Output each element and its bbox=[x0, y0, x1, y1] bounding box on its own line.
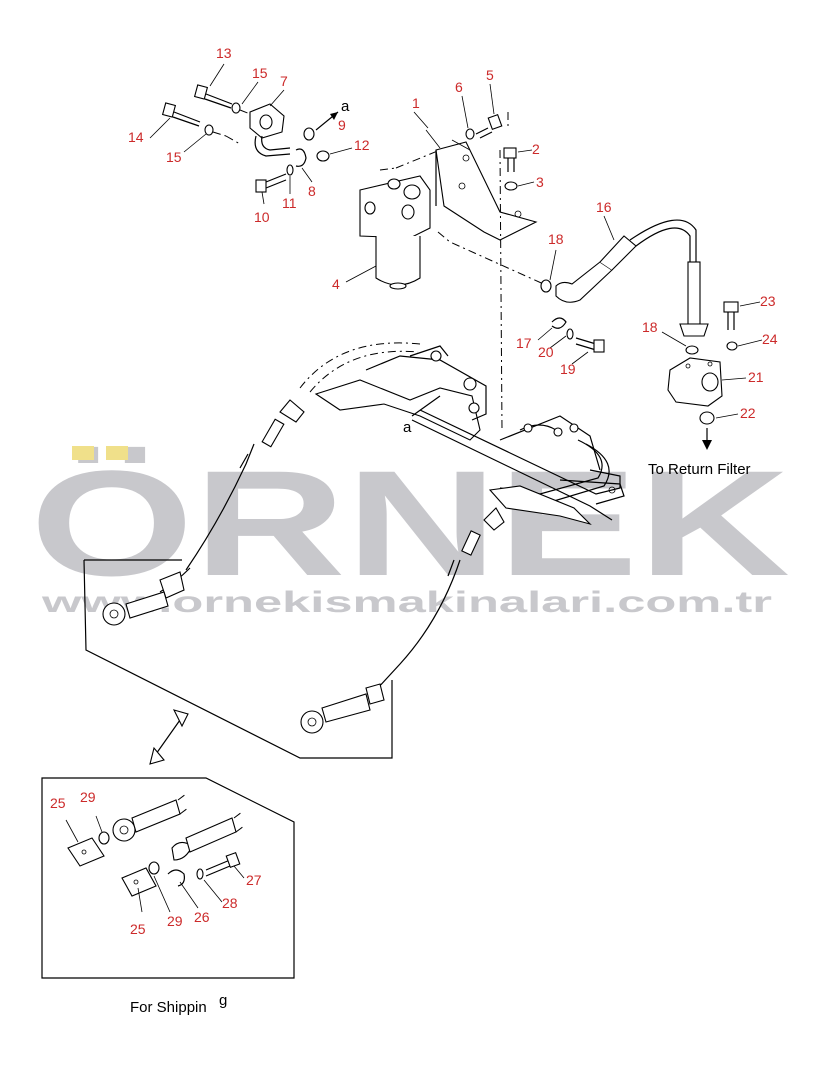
main-frame bbox=[299, 342, 625, 526]
note-for-shipping: For Shippin bbox=[130, 999, 207, 1016]
double-arrow bbox=[149, 709, 189, 765]
label-16: 16 bbox=[596, 199, 612, 215]
label-23: 23 bbox=[760, 293, 776, 309]
oring-18-right bbox=[685, 345, 699, 355]
washer-15-lower bbox=[204, 124, 214, 136]
shipping-parts bbox=[67, 793, 245, 897]
label-24: 24 bbox=[762, 331, 778, 347]
centerline-hose bbox=[437, 231, 549, 287]
label-25-a: 25 bbox=[50, 795, 66, 811]
watermark-brand: ÖRNEK bbox=[30, 439, 790, 607]
label-4: 4 bbox=[332, 276, 340, 292]
hose-16 bbox=[540, 219, 709, 337]
label-29-b: 29 bbox=[167, 913, 183, 929]
label-18-b: 18 bbox=[642, 319, 658, 335]
washer-20 bbox=[566, 328, 574, 340]
oring-12 bbox=[316, 150, 330, 162]
label-20: 20 bbox=[538, 344, 554, 360]
label-15-a: 15 bbox=[252, 65, 268, 81]
hose-lines bbox=[102, 399, 505, 734]
arrow-a-mid bbox=[411, 395, 441, 417]
clamp-17 bbox=[551, 317, 567, 329]
washer-15-upper bbox=[231, 102, 241, 114]
flange-7 bbox=[249, 103, 291, 157]
label-27: 27 bbox=[246, 872, 262, 888]
umlaut-dot-right bbox=[106, 446, 128, 460]
label-14: 14 bbox=[128, 129, 144, 145]
filter-4 bbox=[359, 175, 431, 290]
bracket-1 bbox=[425, 129, 538, 241]
clamp-8 bbox=[295, 148, 307, 167]
label-13: 13 bbox=[216, 45, 232, 61]
label-10: 10 bbox=[254, 209, 270, 225]
label-22: 22 bbox=[740, 405, 756, 421]
label-15-b: 15 bbox=[166, 149, 182, 165]
label-3: 3 bbox=[536, 174, 544, 190]
label-28: 28 bbox=[222, 895, 238, 911]
part-labels: 13 15 7 14 15 9 6 5 1 12 2 3 10 11 8 4 1… bbox=[50, 45, 778, 937]
note-to-return-filter: To Return Filter bbox=[648, 461, 751, 478]
umlaut-dot-left bbox=[72, 446, 94, 460]
label-19: 19 bbox=[560, 361, 576, 377]
arrow-a-top-head bbox=[330, 112, 338, 120]
oring-9 bbox=[303, 127, 315, 141]
leader-lines bbox=[65, 63, 763, 913]
marker-a-mid: a bbox=[403, 419, 412, 436]
washer-24 bbox=[726, 341, 738, 351]
bolt-13 bbox=[193, 84, 233, 109]
label-1: 1 bbox=[412, 95, 420, 111]
label-29-a: 29 bbox=[80, 789, 96, 805]
centerline-flange bbox=[212, 109, 251, 145]
bolt-10 bbox=[255, 173, 287, 193]
oring-22 bbox=[699, 411, 715, 425]
label-21: 21 bbox=[748, 369, 764, 385]
label-11: 11 bbox=[282, 195, 297, 211]
watermark: ÖRNEK www.ornekismakinalari.com.tr bbox=[30, 439, 790, 619]
label-26: 26 bbox=[194, 909, 210, 925]
bolt-14 bbox=[161, 102, 201, 127]
bolt-19 bbox=[575, 337, 605, 353]
bolt-23 bbox=[723, 301, 739, 330]
centerline-vertical bbox=[499, 112, 509, 431]
label-5: 5 bbox=[486, 67, 494, 83]
label-7: 7 bbox=[280, 73, 288, 89]
washer-3 bbox=[504, 181, 518, 191]
bolt-5 bbox=[475, 113, 503, 139]
label-18-a: 18 bbox=[548, 231, 564, 247]
bolt-2 bbox=[503, 147, 517, 172]
block-21 bbox=[667, 357, 723, 407]
arrow-return-head bbox=[702, 440, 712, 450]
note-for-shipping-tail: g bbox=[219, 992, 227, 1009]
washer-11 bbox=[286, 164, 294, 176]
label-25-b: 25 bbox=[130, 921, 146, 937]
connector-panel bbox=[83, 559, 393, 759]
washer-6 bbox=[465, 128, 475, 140]
label-2: 2 bbox=[532, 141, 540, 157]
shipping-box bbox=[41, 777, 295, 979]
label-12: 12 bbox=[354, 137, 370, 153]
label-6: 6 bbox=[455, 79, 463, 95]
label-17: 17 bbox=[516, 335, 532, 351]
centerline-filter bbox=[379, 149, 441, 171]
label-8: 8 bbox=[308, 183, 316, 199]
marker-a-top: a bbox=[341, 98, 350, 115]
label-9: 9 bbox=[338, 117, 346, 133]
